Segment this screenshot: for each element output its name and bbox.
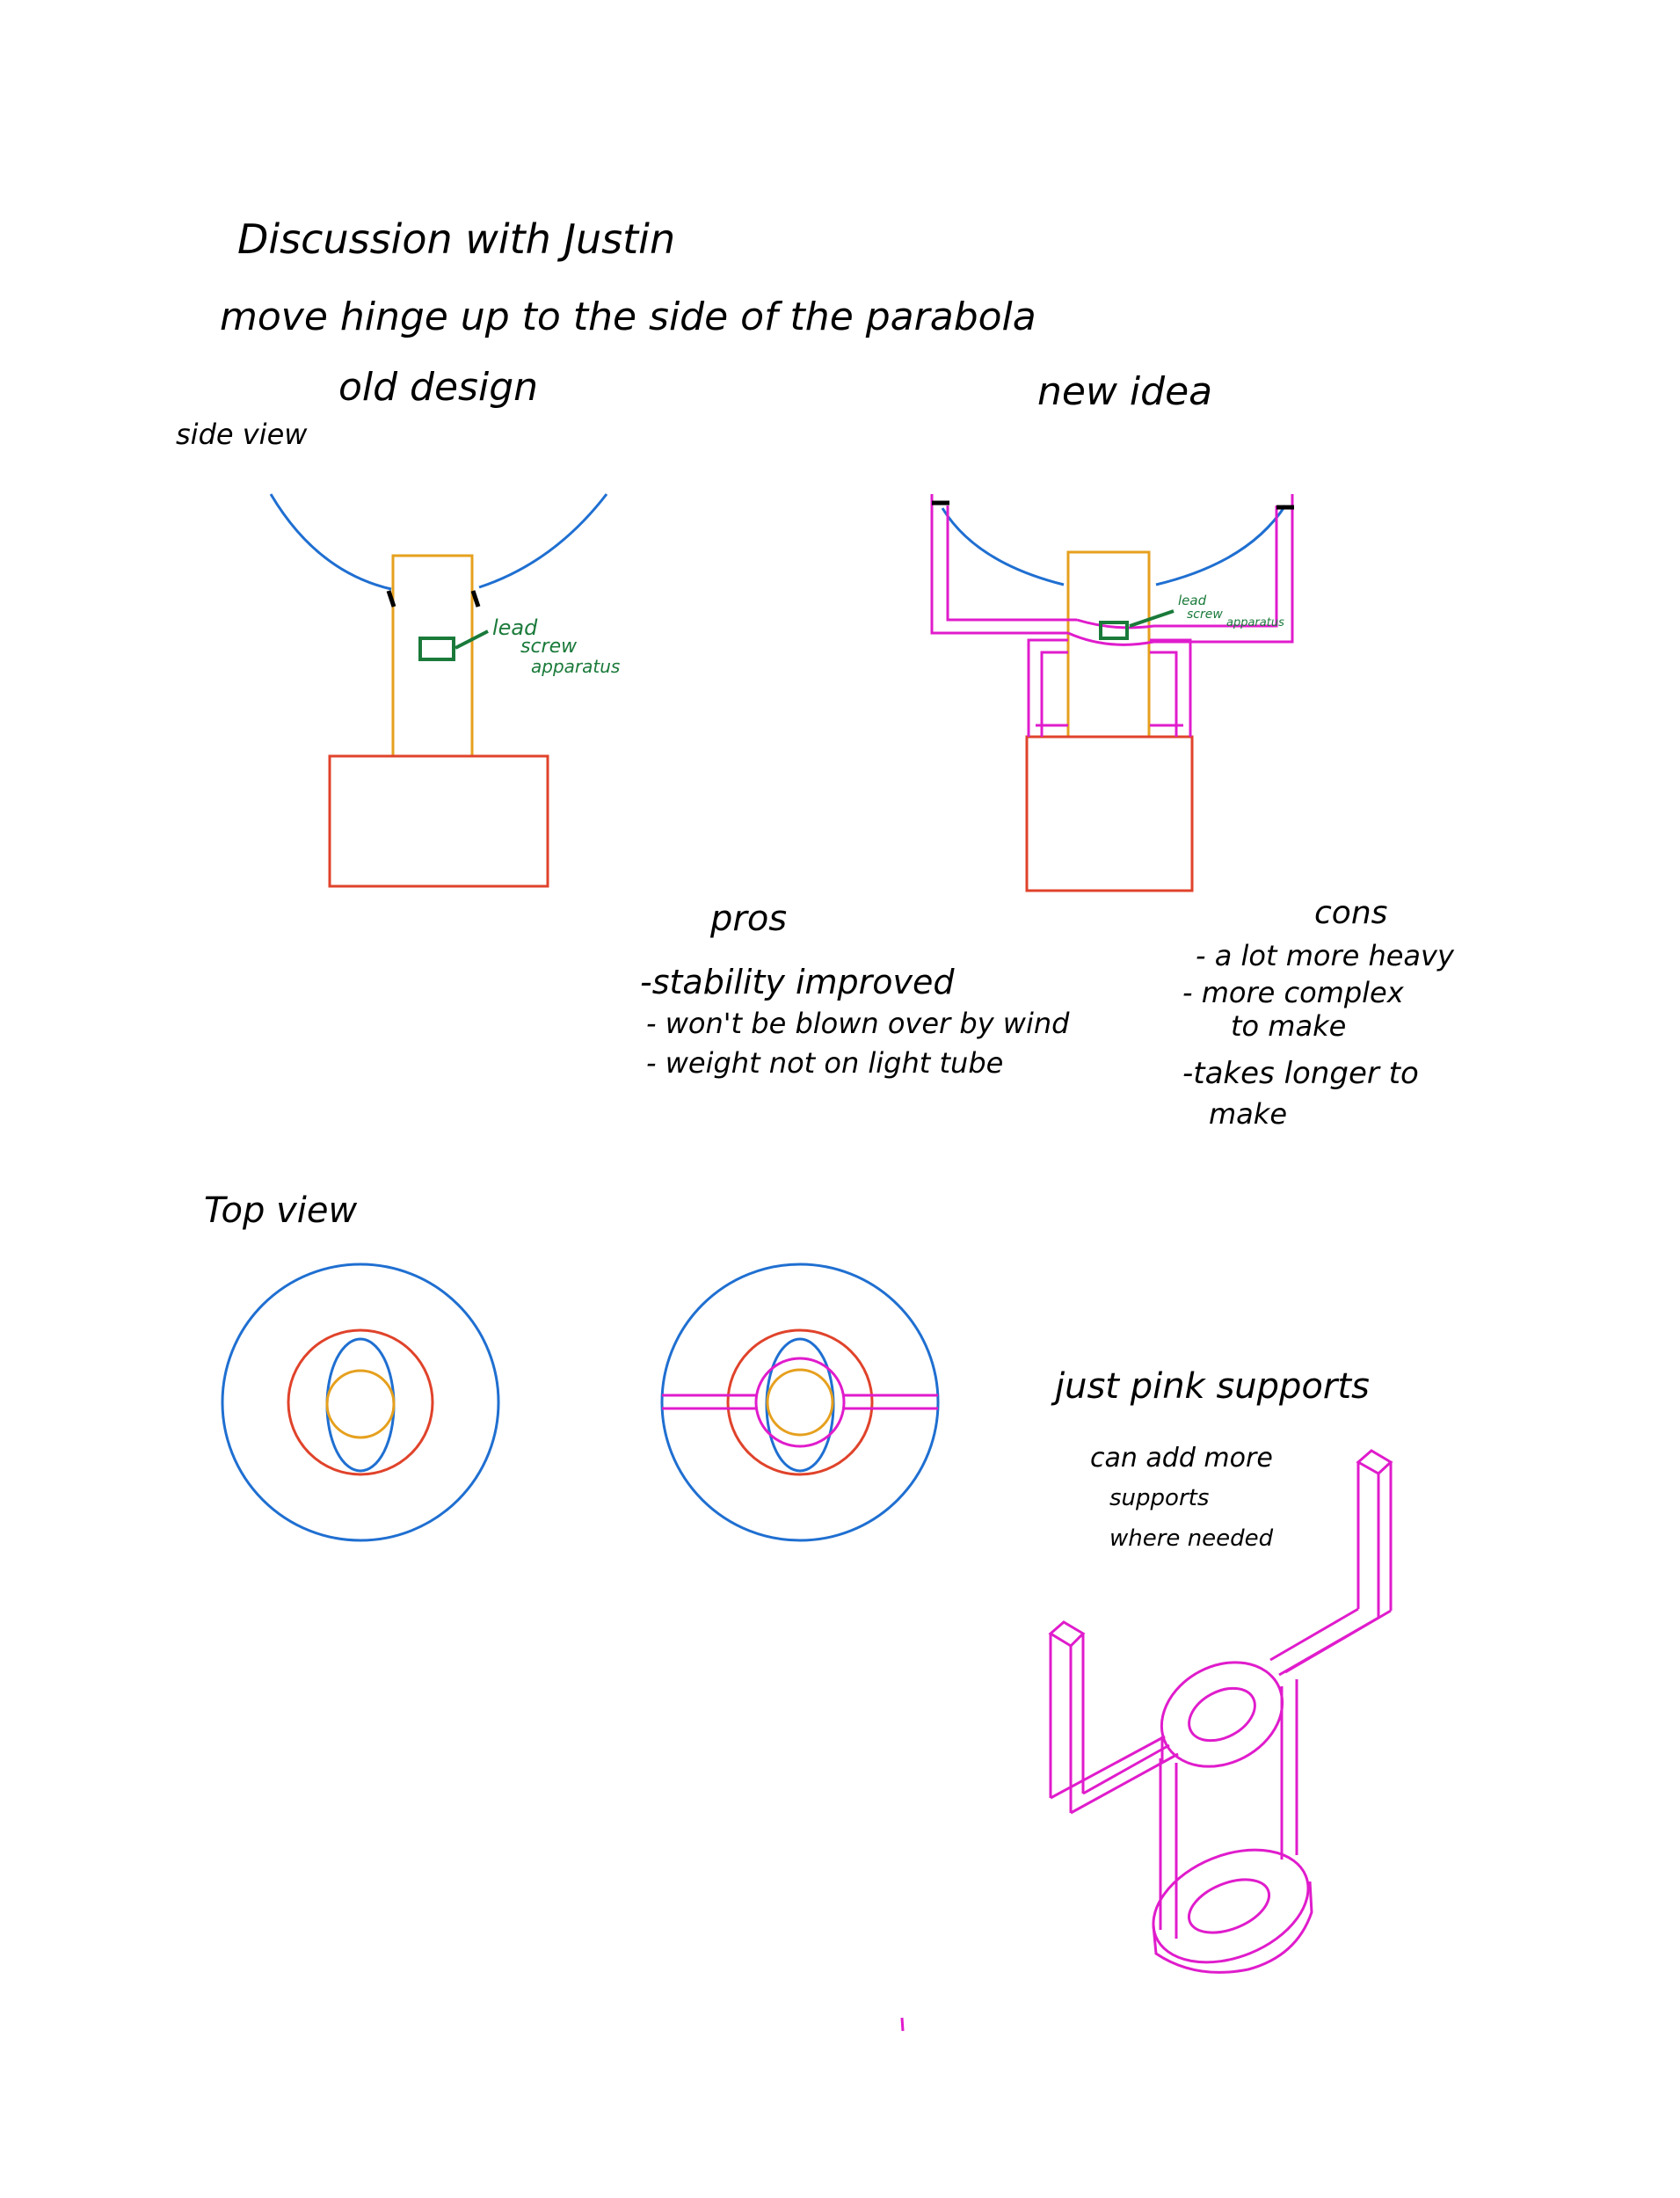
cons-item-5: make [1209, 1097, 1287, 1131]
cons-heading: cons [1314, 895, 1387, 931]
pink-leg-right-inner [1150, 651, 1178, 737]
top-view-label: Top view [204, 1190, 357, 1231]
new-idea-label: new idea [1037, 369, 1212, 414]
iso-top-ring-inner [1188, 1686, 1256, 1743]
cons-item-2: - more complex [1182, 976, 1405, 1009]
pink-support-left-outer [930, 494, 1068, 635]
new-idea-side-view: lead screw apparatus [930, 494, 1294, 892]
supports-note-1: can add more [1090, 1443, 1273, 1474]
new-top-base [726, 1328, 874, 1476]
supports-note-3: where needed [1109, 1525, 1274, 1552]
old-lead-screw-arrow [455, 630, 489, 650]
supports-note-2: supports [1109, 1485, 1209, 1511]
old-design-side-view: lead screw apparatus [269, 493, 620, 888]
old-lead-screw-box [418, 637, 455, 661]
new-base [1025, 735, 1194, 892]
supports-heading: just pink supports [1051, 1366, 1370, 1407]
pink-leg-left-outer [1027, 638, 1068, 737]
old-lead-screw-label-1: lead [492, 615, 538, 640]
cons-item-4: -takes longer to [1182, 1056, 1419, 1091]
iso-left-post-top [1048, 1620, 1086, 1648]
new-lead-screw-arrow [1129, 609, 1175, 628]
new-lead-screw-label-3: apparatus [1226, 616, 1284, 630]
new-lead-screw-label-1: lead [1178, 593, 1207, 608]
pink-supports-isometric [1048, 1449, 1393, 1974]
old-lead-screw-label-2: screw [520, 636, 578, 658]
pros-item-3: - weight not on light tube [646, 1046, 1003, 1080]
new-top-support-ring [754, 1357, 846, 1448]
iso-left-arm-3 [1082, 1743, 1170, 1795]
new-lead-screw-box [1099, 621, 1129, 640]
iso-bottom-ring-outer [1152, 1848, 1310, 1964]
page-subtitle: move hinge up to the side of the parabol… [220, 295, 1036, 339]
pros-item-1: -stability improved [640, 963, 955, 1001]
old-top-base [287, 1328, 434, 1476]
cons-item-1: - a lot more heavy [1196, 939, 1455, 972]
iso-left-arm-2 [1070, 1752, 1179, 1815]
cons-item-3: to make [1231, 1009, 1346, 1043]
iso-bottom-ring-thickness [1152, 1881, 1313, 1974]
iso-top-ring-outer [1160, 1661, 1284, 1768]
iso-right-post-top [1356, 1449, 1393, 1475]
new-parabola-left [941, 507, 1065, 586]
side-view-label: side view [176, 418, 308, 451]
new-top-light-tube [766, 1368, 834, 1437]
page-title: Discussion with Justin [237, 215, 675, 263]
old-light-tube [391, 554, 474, 758]
pink-support-center-upper [1076, 618, 1154, 630]
old-hinge-left [386, 590, 396, 608]
pink-leg-left-inner [1040, 651, 1068, 737]
pink-support-right-inner [1153, 506, 1278, 628]
stray-mark [900, 2017, 905, 2032]
new-lead-screw-label-2: screw [1187, 608, 1223, 622]
iso-right-arm-3 [1284, 1609, 1392, 1674]
old-hinge-right [470, 590, 481, 608]
iso-right-arm-1 [1269, 1607, 1359, 1662]
new-parabola-right [1155, 505, 1287, 586]
old-base [328, 754, 549, 888]
iso-left-arm-1 [1050, 1735, 1166, 1800]
pink-support-left-inner [946, 506, 1077, 622]
new-idea-top-view [660, 1263, 940, 1542]
pink-support-center-lower [1067, 631, 1154, 646]
new-top-parabola-rim [660, 1263, 940, 1542]
iso-bottom-ring-inner [1187, 1878, 1271, 1934]
old-parabola-right [478, 493, 608, 589]
old-design-label: old design [338, 365, 538, 410]
pros-heading: pros [709, 899, 787, 939]
pros-item-2: - won't be blown over by wind [646, 1007, 1070, 1040]
old-top-parabola-bottom [325, 1337, 396, 1473]
old-top-parabola-rim [221, 1263, 500, 1542]
old-parabola-left [269, 493, 392, 591]
old-lead-screw-label-3: apparatus [531, 656, 620, 677]
pink-support-right-outer [1153, 494, 1294, 644]
old-design-top-view [221, 1263, 500, 1542]
old-top-light-tube [325, 1369, 396, 1439]
pink-leg-right-outer [1150, 638, 1192, 737]
